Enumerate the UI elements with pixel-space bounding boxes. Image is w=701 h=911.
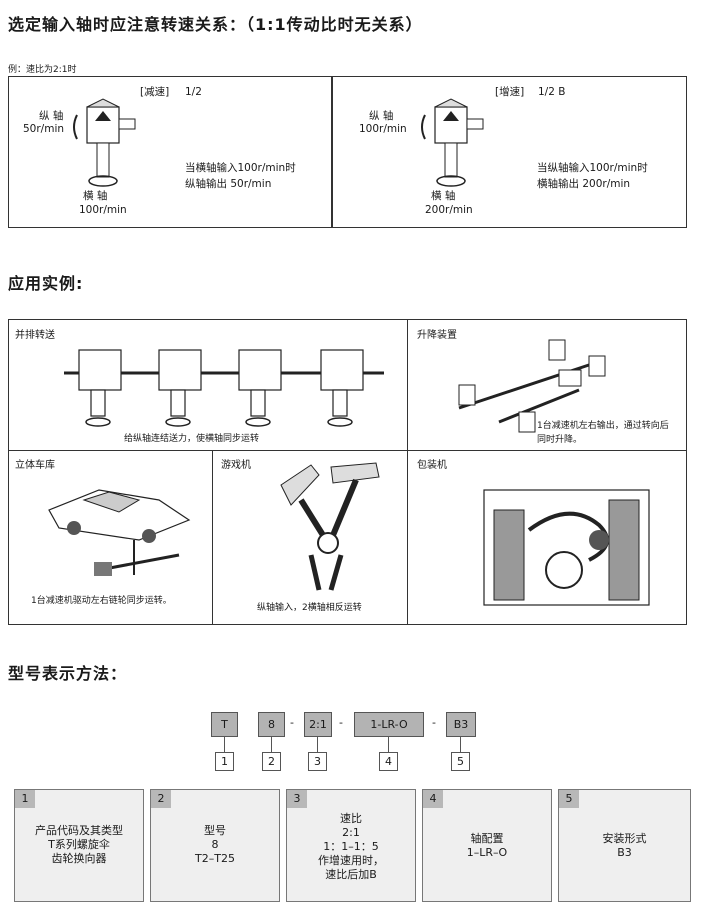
code-part-size: 8	[258, 712, 285, 737]
increaser-ratio: 1/2 B	[538, 86, 566, 98]
code-separator: -	[290, 716, 294, 729]
index-box: 1	[215, 752, 234, 771]
section2-heading: 应用实例:	[8, 274, 84, 293]
parallel-conveyor-illustration	[64, 349, 384, 427]
grid-divider	[212, 450, 213, 624]
garage-title: 立体车库	[15, 460, 55, 471]
example-note: 例：速比为2:1时	[8, 65, 77, 75]
reducer-desc-1: 当横轴输入100r/min时	[185, 162, 296, 174]
grid-divider	[9, 450, 686, 451]
card-number: 2	[151, 790, 171, 808]
code-part-shaft: 1-LR-O	[354, 712, 424, 737]
parallel-caption: 给纵轴连结送力，使横轴同步运转	[124, 434, 260, 444]
increaser-desc-2: 横轴输出 200r/min	[537, 178, 631, 190]
increaser-box: [增速] 1/2 B 纵 轴 100r/min 横 轴 200r/min 当纵轴…	[332, 76, 687, 228]
reducer-h-label: 横 轴	[83, 190, 108, 202]
card-number: 5	[559, 790, 579, 808]
packaging-machine-illustration	[483, 489, 650, 606]
lift-title: 升降装置	[417, 330, 457, 341]
lift-device-illustration	[458, 339, 606, 433]
game-title: 游戏机	[221, 460, 251, 471]
gearbox-icon	[73, 98, 136, 187]
packer-title: 包装机	[417, 460, 447, 471]
examples-grid: 并排转送 给纵轴连结送力，使横轴同步运转 升降装置 1台减速机左右输出，通过转向…	[8, 319, 687, 625]
reducer-v-speed: 50r/min	[23, 123, 65, 135]
section1-heading: 选定输入轴时应注意转速关系：（1:1传动比时无关系）	[8, 15, 423, 34]
parking-garage-illustration	[48, 489, 191, 576]
connector-line	[388, 737, 389, 752]
connector-line	[460, 737, 461, 752]
connector-line	[224, 737, 225, 752]
card-number: 1	[15, 790, 35, 808]
parallel-title: 并排转送	[15, 330, 55, 341]
grid-divider	[407, 320, 408, 624]
reducer-box: [减速] 1/2 纵 轴 50r/min 横 轴 100r/min 当横轴输入1…	[8, 76, 332, 228]
code-part-ratio: 2:1	[304, 712, 332, 737]
reducer-tag: [减速]	[140, 86, 170, 98]
increaser-v-label: 纵 轴	[369, 110, 394, 122]
spec-card-ratio: 3 速比 2:1 1：1–1：5 作增速用时， 速比后加B	[286, 789, 416, 902]
card-text: 轴配置 1–LR–O	[466, 832, 508, 859]
spec-card-mount: 5 安装形式 B3	[558, 789, 691, 902]
lift-caption-1: 1台减速机左右输出，通过转向后	[537, 421, 669, 431]
card-text: 安装形式 B3	[602, 832, 647, 859]
garage-caption: 1台减速机驱动左右链轮同步运转。	[31, 596, 172, 606]
increaser-tag: [增速]	[495, 86, 525, 98]
section3-heading: 型号表示方法：	[8, 664, 128, 683]
card-text: 速比 2:1 1：1–1：5 作增速用时， 速比后加B	[318, 812, 384, 881]
gearbox-icon	[421, 98, 484, 187]
reducer-v-label: 纵 轴	[39, 110, 64, 122]
code-separator: -	[339, 716, 343, 729]
spec-card-product-code: 1 产品代码及其类型 T系列螺旋伞 齿轮换向器	[14, 789, 144, 902]
card-number: 4	[423, 790, 443, 808]
reducer-desc-2: 纵轴输出 50r/min	[185, 178, 272, 190]
spec-card-shaft: 4 轴配置 1–LR–O	[422, 789, 552, 902]
code-separator: -	[432, 716, 436, 729]
index-box: 4	[379, 752, 398, 771]
index-box: 5	[451, 752, 470, 771]
increaser-h-label: 横 轴	[431, 190, 456, 202]
spec-card-size: 2 型号 8 T2–T25	[150, 789, 280, 902]
increaser-desc-1: 当纵轴输入100r/min时	[537, 162, 648, 174]
code-part-series: T	[211, 712, 238, 737]
increaser-v-speed: 100r/min	[359, 123, 407, 135]
game-caption: 纵轴输入，2横轴相反运转	[257, 603, 362, 613]
connector-line	[317, 737, 318, 752]
index-box: 3	[308, 752, 327, 771]
increaser-h-speed: 200r/min	[425, 204, 473, 216]
game-machine-illustration	[280, 462, 380, 591]
card-text: 型号 8 T2–T25	[195, 824, 235, 865]
connector-line	[271, 737, 272, 752]
index-box: 2	[262, 752, 281, 771]
code-part-mount: B3	[446, 712, 476, 737]
card-number: 3	[287, 790, 307, 808]
card-text: 产品代码及其类型 T系列螺旋伞 齿轮换向器	[35, 824, 123, 865]
lift-caption-2: 同时升降。	[537, 435, 583, 445]
reducer-ratio: 1/2	[185, 86, 202, 98]
reducer-h-speed: 100r/min	[79, 204, 127, 216]
